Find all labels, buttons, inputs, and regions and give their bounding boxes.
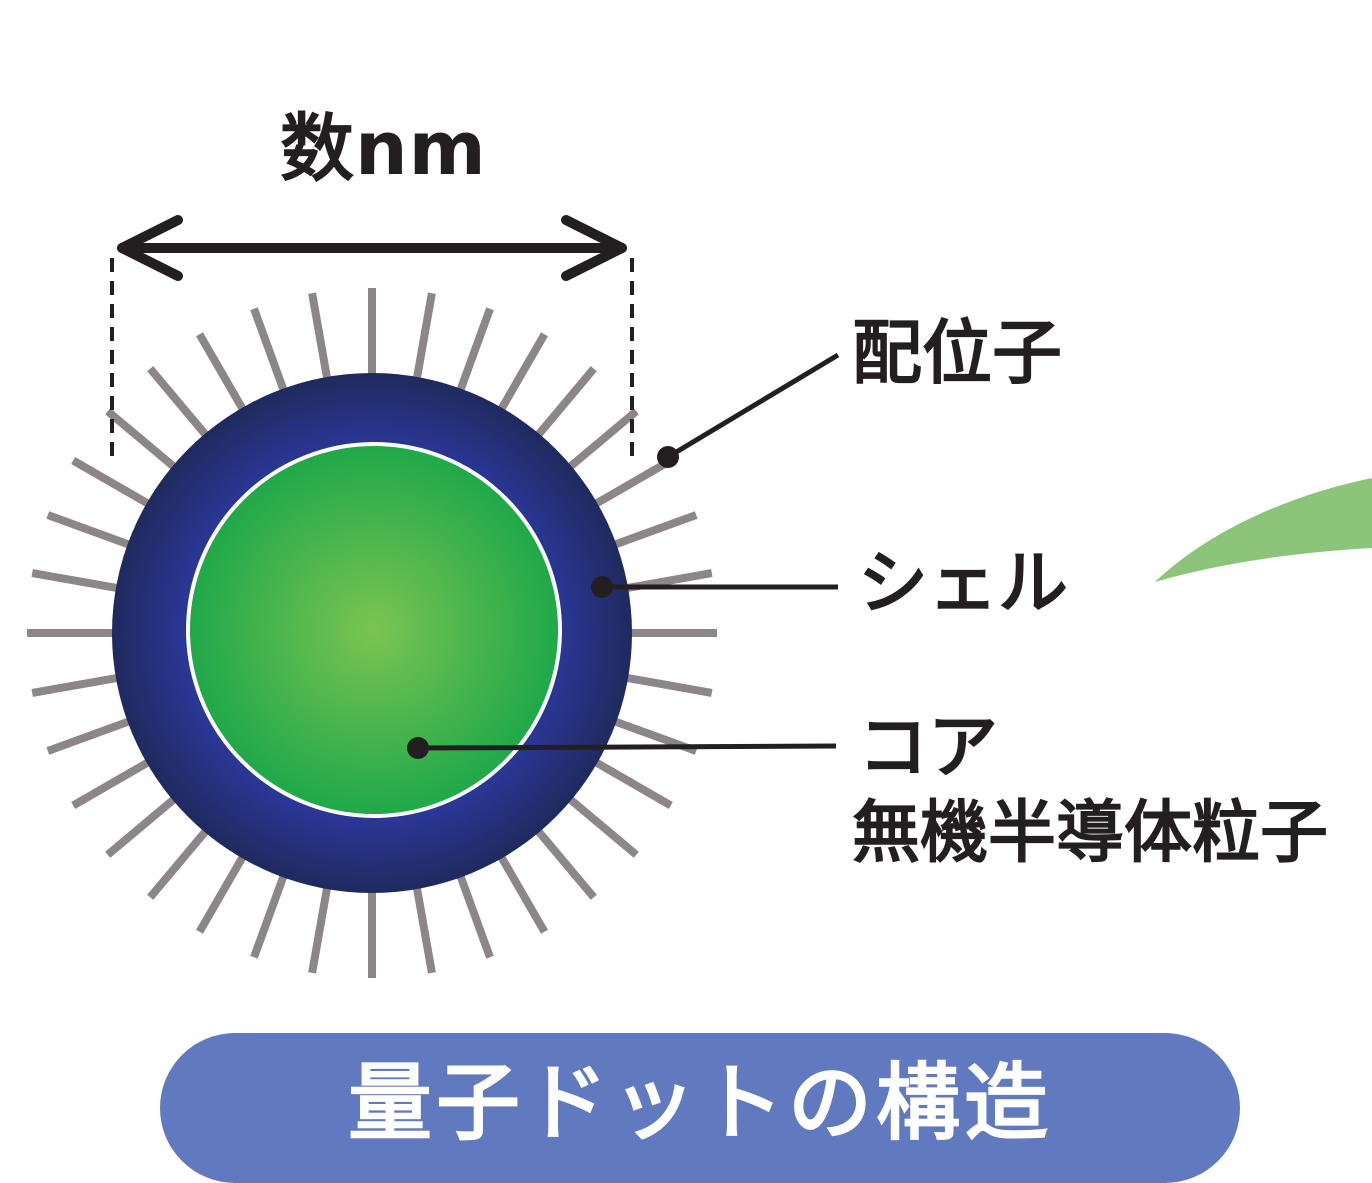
ligand-label: 配位子 bbox=[852, 312, 1062, 394]
size-label: 数nm bbox=[280, 106, 487, 192]
size-dimension-arrow bbox=[110, 215, 634, 465]
core-label: コア bbox=[858, 706, 998, 788]
core-leader-line bbox=[417, 743, 837, 751]
shell-label: シェル bbox=[858, 542, 1068, 624]
shell-leader-dot bbox=[591, 576, 613, 598]
core-leader-dot bbox=[407, 737, 429, 759]
title-banner: 量子ドットの構造 bbox=[160, 1033, 1240, 1183]
ligand-leader-dot bbox=[657, 446, 679, 468]
core-material-label: 無機半導体粒子 bbox=[852, 794, 1329, 873]
diagram-title: 量子ドットの構造 bbox=[347, 1054, 1052, 1152]
leader-lines bbox=[407, 352, 840, 759]
ligand-leader-line bbox=[666, 352, 840, 460]
quantum-dot-diagram bbox=[27, 215, 1372, 978]
leaf-decoration bbox=[1155, 478, 1372, 582]
core-sphere bbox=[186, 442, 562, 818]
